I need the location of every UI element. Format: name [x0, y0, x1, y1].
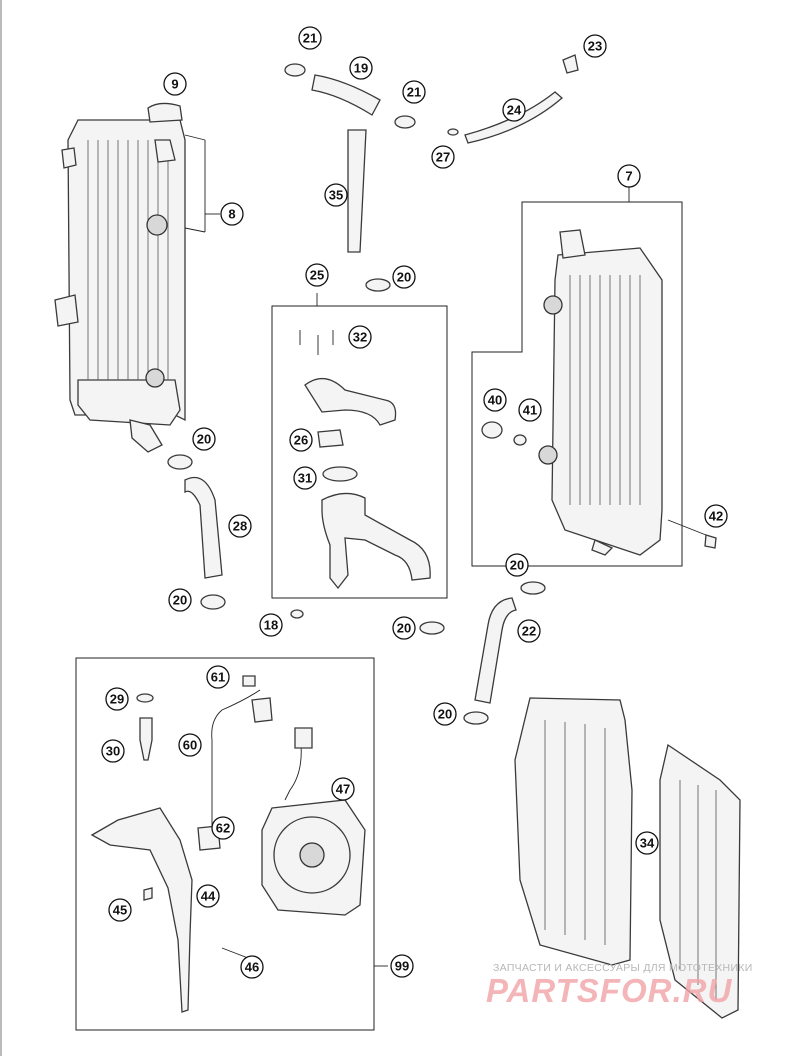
- callout-46: 46: [240, 955, 264, 979]
- svg-text:20: 20: [197, 432, 211, 447]
- callout-34: 34: [635, 831, 659, 855]
- svg-text:60: 60: [183, 738, 197, 753]
- clamp-20e: [463, 711, 489, 725]
- radiator-left: [54, 102, 220, 453]
- svg-text:20: 20: [397, 621, 411, 636]
- svg-text:22: 22: [522, 624, 536, 639]
- svg-text:45: 45: [113, 903, 127, 918]
- svg-text:61: 61: [211, 670, 225, 685]
- clamp-18: [290, 609, 304, 619]
- callout-24: 24: [502, 98, 526, 122]
- svg-text:62: 62: [216, 821, 230, 836]
- callout-42: 42: [704, 504, 728, 528]
- radiator-right-frame: [471, 201, 683, 567]
- svg-text:31: 31: [298, 471, 312, 486]
- callout-30: 30: [101, 739, 125, 763]
- svg-text:40: 40: [488, 393, 502, 408]
- callout-99: 99: [390, 954, 414, 978]
- svg-text:29: 29: [110, 692, 124, 707]
- callout-47: 47: [331, 777, 355, 801]
- hose-22: [474, 597, 517, 704]
- svg-text:41: 41: [523, 403, 537, 418]
- callout-45: 45: [108, 898, 132, 922]
- callout-7: 7: [617, 164, 641, 188]
- callout-20e: 20: [392, 616, 416, 640]
- svg-text:20: 20: [397, 270, 411, 285]
- svg-text:21: 21: [407, 85, 421, 100]
- svg-text:99: 99: [395, 959, 409, 974]
- svg-text:34: 34: [640, 836, 655, 851]
- callout-9: 9: [163, 72, 187, 96]
- fan-kit-frame: [75, 657, 375, 1031]
- svg-text:28: 28: [233, 519, 247, 534]
- svg-text:24: 24: [507, 103, 522, 118]
- svg-text:23: 23: [588, 39, 602, 54]
- watermark-caption: ЗАПЧАСТИ И АКСЕССУАРЫ ДЛЯ МОТОТЕХНИКИ: [493, 962, 753, 974]
- callout-26: 26: [289, 428, 313, 452]
- callout-19: 19: [349, 56, 373, 80]
- clamp-20a: [167, 454, 193, 470]
- svg-text:44: 44: [201, 889, 216, 904]
- callout-20f: 20: [433, 702, 457, 726]
- callout-22: 22: [517, 619, 541, 643]
- hose-28: [184, 476, 223, 579]
- callout-27: 27: [431, 145, 455, 169]
- callout-32: 32: [348, 325, 372, 349]
- svg-text:21: 21: [303, 31, 317, 46]
- radiator-right: [481, 229, 717, 556]
- callout-29: 29: [105, 687, 129, 711]
- callout-21a: 21: [298, 26, 322, 50]
- svg-text:20: 20: [173, 593, 187, 608]
- svg-text:19: 19: [354, 61, 368, 76]
- svg-text:27: 27: [436, 150, 450, 165]
- callout-23: 23: [583, 34, 607, 58]
- connector-19-group: [284, 63, 416, 292]
- callout-35: 35: [324, 183, 348, 207]
- callout-40: 40: [483, 388, 507, 412]
- callout-8: 8: [220, 202, 244, 226]
- svg-text:7: 7: [625, 169, 632, 184]
- callout-28: 28: [228, 514, 252, 538]
- svg-text:26: 26: [294, 433, 308, 448]
- callout-18: 18: [259, 613, 283, 637]
- radiator-guards: [514, 697, 741, 1019]
- svg-text:46: 46: [245, 960, 259, 975]
- callout-20a: 20: [392, 265, 416, 289]
- svg-text:25: 25: [310, 268, 324, 283]
- callout-20c: 20: [505, 553, 529, 577]
- callout-25: 25: [305, 263, 329, 287]
- callout-61: 61: [206, 665, 230, 689]
- clamp-20c: [365, 278, 391, 292]
- svg-text:32: 32: [353, 330, 367, 345]
- svg-text:30: 30: [106, 744, 120, 759]
- callout-60: 60: [178, 733, 202, 757]
- callout-21b: 21: [402, 80, 426, 104]
- callout-20b: 20: [192, 427, 216, 451]
- svg-text:20: 20: [510, 558, 524, 573]
- watermark-logo: PARTSFOR.RU: [486, 972, 733, 1009]
- clamp-20f: [419, 621, 445, 635]
- callout-31: 31: [293, 466, 317, 490]
- callout-20d: 20: [168, 588, 192, 612]
- svg-text:35: 35: [329, 188, 343, 203]
- clamp-20d: [520, 581, 546, 595]
- thermostat-kit-frame: [271, 305, 448, 599]
- callout-41: 41: [518, 398, 542, 422]
- svg-text:8: 8: [228, 207, 235, 222]
- svg-text:18: 18: [264, 618, 278, 633]
- svg-text:9: 9: [171, 77, 178, 92]
- svg-text:42: 42: [709, 509, 723, 524]
- svg-text:20: 20: [438, 707, 452, 722]
- clamp-20b: [200, 594, 226, 610]
- callout-44: 44: [196, 884, 220, 908]
- thermostat-housing: [299, 330, 431, 590]
- callout-62: 62: [211, 816, 235, 840]
- svg-text:47: 47: [336, 782, 350, 797]
- fan-kit-parts: [90, 675, 366, 1013]
